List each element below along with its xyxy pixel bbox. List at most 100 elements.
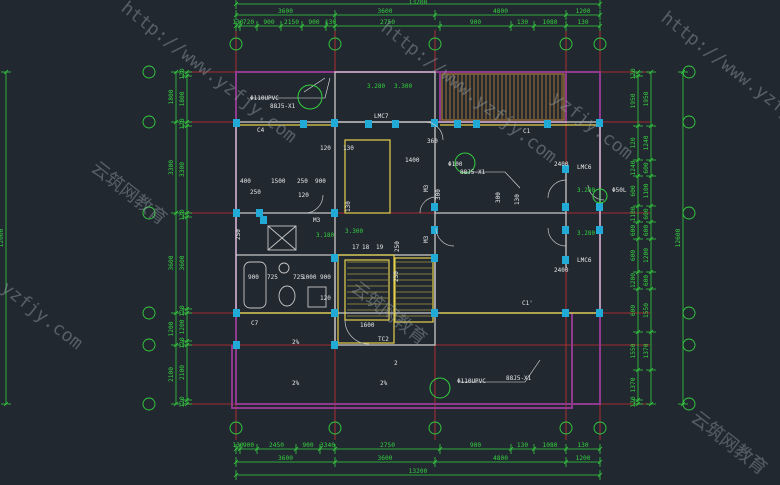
column (473, 120, 480, 128)
dim-label: 2100 (179, 365, 186, 380)
dim-label: 120 (179, 209, 186, 220)
dim-slash (173, 210, 179, 216)
axis-bubble (142, 115, 156, 129)
dim-label: 2750 (380, 442, 395, 449)
dim-slash (332, 459, 338, 465)
dim-slash (173, 342, 179, 348)
elevation-mid: 3.180 (316, 232, 334, 239)
dim-slash (635, 123, 641, 129)
axis-bubble (142, 206, 156, 220)
dim-slash (648, 219, 654, 225)
dim-slash (173, 310, 179, 316)
phi50-label: Φ50L (612, 187, 627, 194)
dim-label: 1370 (643, 343, 650, 358)
dim-slash (563, 23, 569, 29)
dim-label: 2750 (380, 19, 395, 26)
dim-slash (184, 123, 190, 129)
dim-label: 4800 (493, 455, 508, 462)
dim-label: 900 (470, 442, 481, 449)
dim-slash (648, 286, 654, 292)
dim-slash (648, 123, 654, 129)
dim-slash (184, 119, 190, 125)
window-c1b-label: C1' (522, 300, 533, 307)
dim-slash (648, 173, 654, 179)
axis-bubble (682, 338, 696, 352)
dim-slash (597, 12, 603, 18)
dim-label: 1370 (630, 377, 637, 392)
dim-label: 3300 (168, 160, 175, 175)
dim-900-a: 900 (315, 178, 326, 185)
column (233, 309, 240, 317)
dim-slash (184, 73, 190, 79)
dim-label: 130 (577, 442, 588, 449)
axis-bubbles (142, 37, 696, 435)
dim-slash (635, 397, 641, 403)
dim-slash (437, 23, 443, 29)
column (596, 309, 603, 317)
column (260, 216, 267, 224)
watermark-text: yzfjy.com (0, 277, 87, 354)
dim-slash (3, 69, 9, 75)
dim-slash (508, 446, 514, 452)
pipe-markers (297, 84, 608, 399)
column (233, 119, 240, 127)
pipe-mid-label: Φ100 (448, 161, 463, 168)
dim-120-b: 120 (298, 192, 309, 199)
dim-label: 900 (263, 19, 274, 26)
dim-slash (278, 23, 284, 29)
door-swings (304, 121, 605, 345)
dim-label: 900 (470, 19, 481, 26)
dim-120-a: 120 (320, 145, 331, 152)
dim-slash (648, 367, 654, 373)
dim-slash (635, 401, 641, 407)
dim-label: 3600 (278, 455, 293, 462)
axis-bubble (593, 37, 607, 51)
dim-label: 3340 (320, 442, 335, 449)
dim-1400: 1400 (405, 157, 420, 164)
dim-slash (648, 401, 654, 407)
watermark-text: 云筑网教育 (87, 157, 171, 229)
column (596, 203, 603, 211)
dim-label: 1550 (643, 303, 650, 318)
dim-label: 4800 (493, 8, 508, 15)
dim-slash (635, 219, 641, 225)
dim-slash (184, 214, 190, 220)
room-annotations: Φ110UPVC 88J5-X1 LMC7 3.280 3.300 C1 C4 … (235, 83, 627, 387)
dim-slash (184, 306, 190, 312)
dim-label: 900 (308, 19, 319, 26)
dim-slash (293, 446, 299, 452)
dim-label: 13200 (409, 0, 428, 6)
dim-300-b: 300 (495, 192, 502, 203)
dim-label: 600 (643, 162, 650, 173)
dim-label: 1800 (168, 89, 175, 104)
dim-1500: 1500 (271, 178, 286, 185)
axis-bubble (229, 421, 243, 435)
dim-slash (233, 23, 239, 29)
axis-bubble (682, 206, 696, 220)
dim-label: 12600 (675, 228, 682, 247)
dim-slash (563, 459, 569, 465)
slope-4: 2 (394, 360, 398, 367)
dim-slash (635, 69, 641, 75)
dim-label: 130 (325, 19, 336, 26)
column (431, 226, 438, 234)
column (562, 226, 569, 234)
dim-slash (635, 286, 641, 292)
dim-label: 1200 (179, 319, 186, 334)
dim-label: 1200 (576, 455, 591, 462)
window-c7-label: C7 (251, 320, 259, 327)
dim-label: 600 (630, 185, 637, 196)
pipe-top-label: Φ110UPVC (250, 95, 279, 102)
watermark-text: 云筑网教育 (687, 407, 771, 479)
axis-bubble (428, 421, 442, 435)
dim-120-c: 120 (320, 295, 331, 302)
pipe-bot-label: Φ110UPVC (457, 378, 486, 385)
dim-slash (323, 23, 329, 29)
dim-slash (648, 69, 654, 75)
lmc7-label: LMC7 (374, 113, 389, 120)
dim-360: 360 (427, 138, 438, 145)
dim-label: 1080 (543, 19, 558, 26)
dim-label: 1800 (179, 91, 186, 106)
